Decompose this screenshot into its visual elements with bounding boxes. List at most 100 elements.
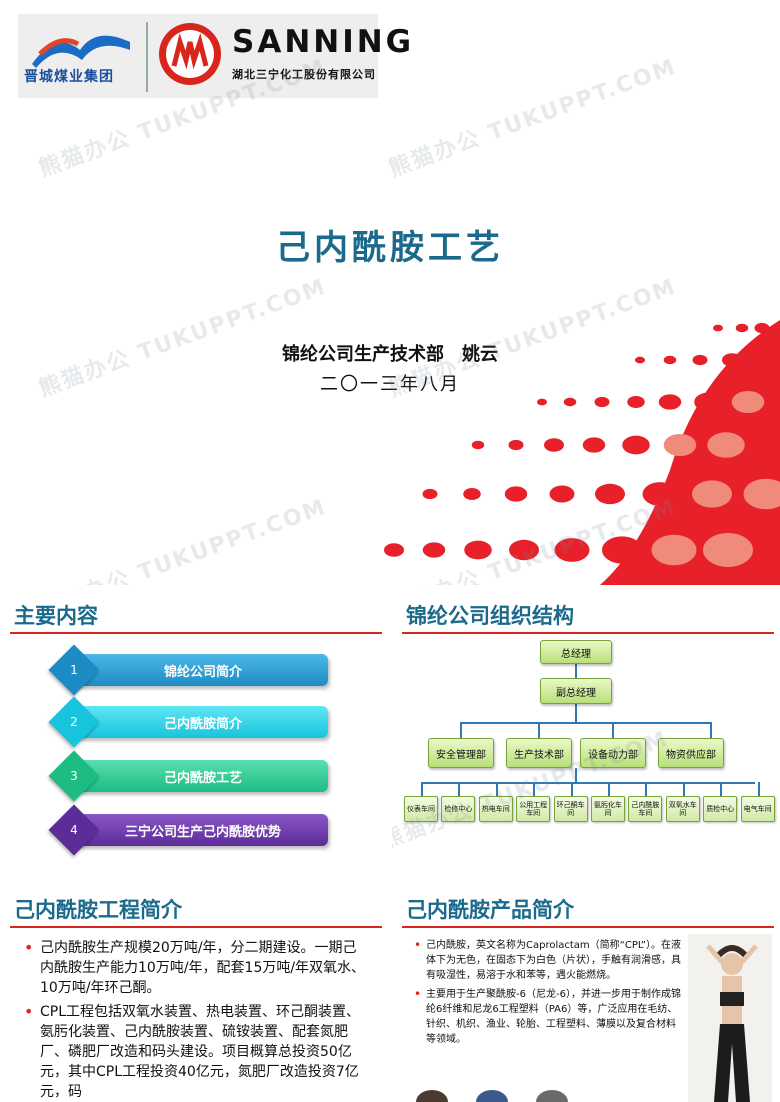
connector [458, 782, 461, 796]
connector [421, 782, 755, 784]
decorative-dot [703, 533, 753, 567]
agenda-item-label: 锦纶公司简介 [78, 654, 328, 686]
decorative-dot [651, 534, 697, 566]
org-dept-production: 生产技术部 [506, 738, 572, 768]
agenda-item-label: 己内酰胺简介 [78, 706, 328, 738]
decorative-dot [731, 390, 765, 414]
connector [575, 664, 577, 678]
decorative-dot [694, 392, 722, 412]
title-rule [402, 926, 774, 928]
presenter-line: 锦纶公司生产技术部 姚云 [282, 344, 498, 365]
decorative-dot [464, 540, 492, 560]
agenda-title: 主要内容 [14, 604, 98, 628]
decorative-dot [754, 322, 770, 334]
model-photo-icon [688, 934, 772, 1102]
connector [682, 782, 685, 796]
agenda-item-label: 己内酰胺工艺 [78, 760, 328, 792]
connector [575, 768, 577, 782]
decorative-dot [663, 433, 697, 457]
decorative-dot [722, 353, 742, 367]
connector [533, 782, 536, 796]
bullet-item: 己内酰胺生产规模20万吨/年，分二期建设。一期己内酰胺生产能力10万吨/年，配套… [24, 938, 370, 998]
title-slide: 晋城煤业集团 SANNING 湖北三宁化工股份有限公司 己内酰胺工艺 锦纶公司生… [18, 14, 780, 585]
connector [757, 782, 760, 796]
org-unit: 检修中心 [441, 796, 476, 822]
decorative-dot [663, 355, 677, 365]
agenda-slide: 主要内容 锦纶公司简介 1 己内酰胺简介 2 己内酰胺工艺 3 三宁公司生产己内… [0, 592, 388, 862]
connector [720, 782, 723, 796]
org-chart-slide: 锦纶公司组织结构 总经理 副总经理 安全管理部 生产技术部 设备动力部 物资供应… [392, 592, 780, 862]
connector [645, 782, 648, 796]
decorative-dot [635, 356, 645, 364]
date-line: 二〇一三年八月 [320, 374, 460, 395]
connector [495, 782, 498, 796]
product-bullets: 己内酰胺，英文名称为Caprolactam（简称“CPL”）。在液体下为无色，在… [414, 938, 684, 1051]
org-dept-equipment: 设备动力部 [580, 738, 646, 768]
decorative-dot [627, 396, 645, 408]
agenda-item-label: 三宁公司生产己内酰胺优势 [78, 814, 328, 846]
decorative-dot [595, 483, 625, 505]
decorative-dot [582, 437, 606, 453]
connector [538, 722, 540, 738]
org-unit: 己内酰胺车间 [628, 796, 663, 822]
connector [575, 704, 577, 722]
org-unit: 仪表车间 [404, 796, 438, 822]
title-rule [10, 632, 382, 634]
org-general-manager: 总经理 [540, 640, 612, 664]
agenda-item-1[interactable]: 锦纶公司简介 1 [48, 644, 336, 696]
decorative-dot [422, 488, 438, 500]
sanning-logo-icon [159, 23, 221, 85]
decorative-dot [743, 478, 780, 510]
agenda-number: 2 [70, 715, 78, 729]
connector [460, 722, 462, 738]
product-title: 己内酰胺产品简介 [406, 898, 574, 922]
jincheng-logo-icon [32, 35, 130, 68]
agenda-number: 3 [70, 769, 78, 783]
decorative-dot [735, 323, 749, 333]
logo-banner: 晋城煤业集团 SANNING 湖北三宁化工股份有限公司 [18, 14, 411, 98]
bullet-item: 己内酰胺，英文名称为Caprolactam（简称“CPL”）。在液体下为无色，在… [414, 938, 684, 983]
connector [612, 722, 614, 738]
org-unit: 环己酮车间 [553, 796, 588, 822]
decorative-dot [563, 397, 577, 407]
org-deputy-manager: 副总经理 [540, 678, 612, 704]
logo-divider [146, 22, 148, 92]
engineering-bullets: 己内酰胺生产规模20万吨/年，分二期建设。一期己内酰胺生产能力10万吨/年，配套… [24, 938, 370, 1102]
org-unit: 热电车间 [478, 796, 513, 822]
connector [460, 722, 712, 724]
agenda-item-2[interactable]: 己内酰胺简介 2 [48, 696, 336, 748]
decorative-dot [692, 354, 708, 366]
decorative-dot [622, 435, 650, 455]
org-unit: 质检中心 [703, 796, 738, 822]
agenda-item-4[interactable]: 三宁公司生产己内酰胺优势 4 [48, 804, 336, 856]
decorative-dot [658, 394, 682, 410]
decorative-dot [422, 542, 446, 558]
org-title: 锦纶公司组织结构 [406, 604, 574, 628]
connector [570, 782, 573, 796]
sanning-logo-subtitle: 湖北三宁化工股份有限公司 [232, 68, 376, 81]
agenda-number: 1 [70, 663, 78, 677]
decorative-dot [509, 539, 539, 561]
decorative-dot [713, 324, 723, 332]
decorative-dot [508, 439, 524, 451]
decorative-dot [602, 536, 642, 564]
agenda-number: 4 [70, 823, 78, 837]
decorative-dot [504, 486, 528, 502]
org-unit: 电气车间 [740, 796, 775, 822]
org-dept-safety: 安全管理部 [428, 738, 494, 768]
thumbnail-strip-icon [416, 1090, 568, 1102]
decorative-dot [642, 482, 678, 506]
org-dept-supply: 物资供应部 [658, 738, 724, 768]
decorative-dot [554, 538, 590, 562]
connector [710, 722, 712, 738]
decorative-dot [384, 543, 404, 557]
jincheng-logo-text: 晋城煤业集团 [24, 69, 114, 85]
watermark: 熊猫办公 TUKUPPT.COM [35, 494, 331, 585]
watermark: 熊猫办公 TUKUPPT.COM [385, 54, 681, 183]
agenda-item-3[interactable]: 己内酰胺工艺 3 [48, 750, 336, 802]
dot-field [384, 322, 780, 567]
decorative-dot [750, 352, 774, 368]
decorative-dot [594, 396, 610, 408]
engineering-title: 己内酰胺工程简介 [14, 898, 182, 922]
decorative-dot [707, 432, 745, 458]
